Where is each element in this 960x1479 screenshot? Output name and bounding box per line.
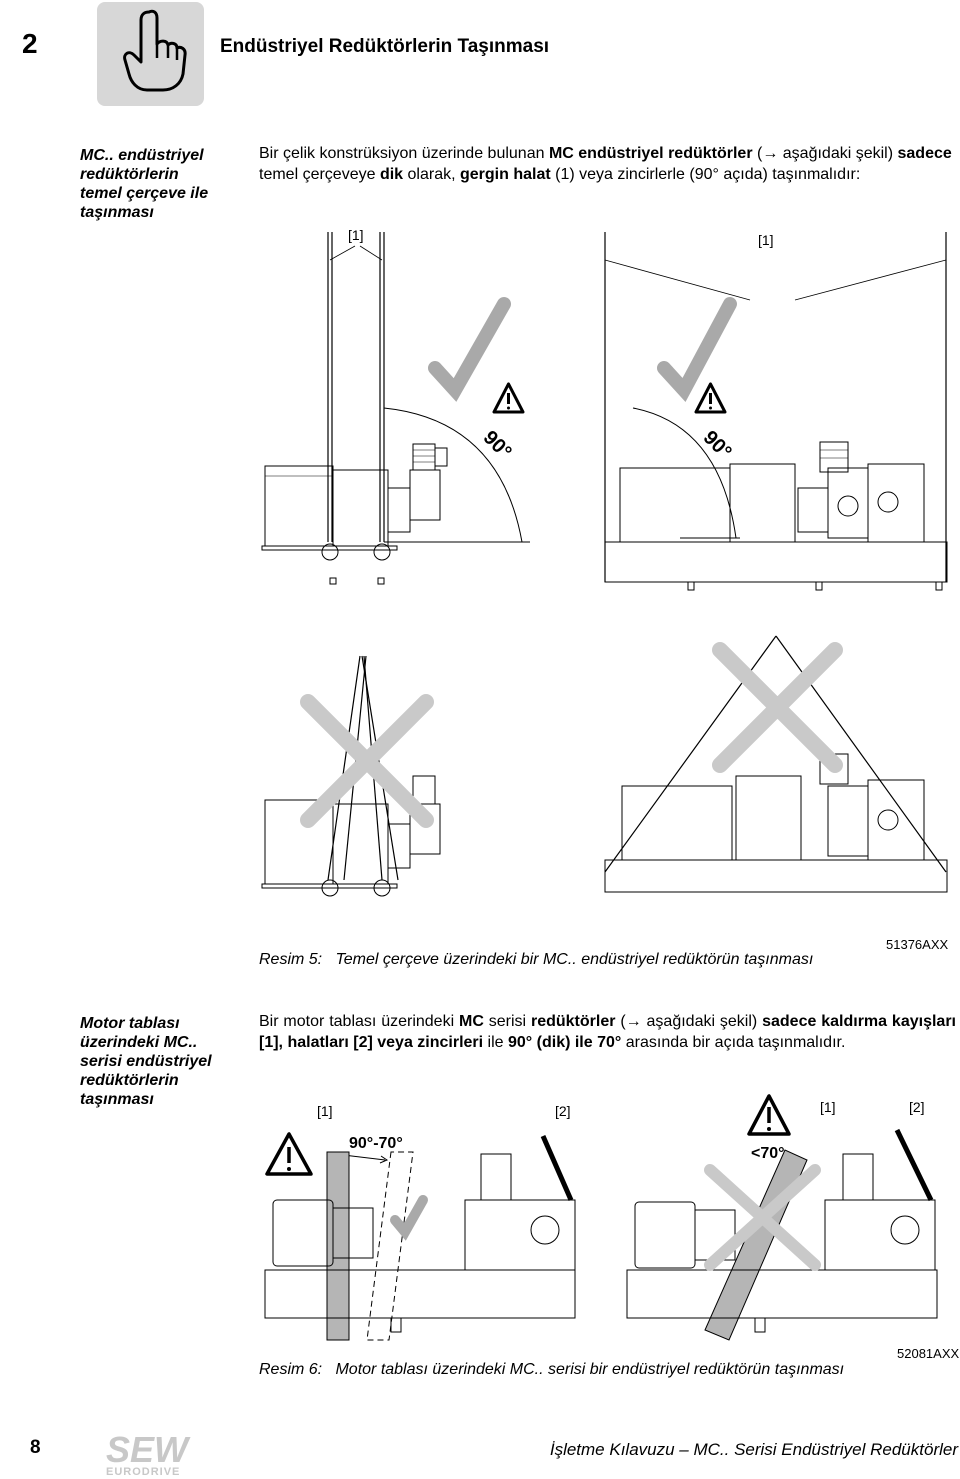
text-run: ( <box>752 145 763 162</box>
logo-text-bottom: EURODRIVE <box>106 1466 180 1476</box>
incorrect-strap-angle: [1] [2] <70° <box>626 1094 938 1341</box>
logo-text-top: SEW <box>106 1430 191 1470</box>
angle-label-a: 90°-70° <box>349 1135 403 1152</box>
incorrect-angled-lift-front <box>604 635 948 893</box>
heading-line: Motor tablası <box>80 1015 180 1032</box>
figure-6-motor-swing-base-lifting: [1] [2] 90°-70° [1] [2] <70° <box>264 1094 938 1341</box>
warning-icon <box>492 382 525 414</box>
heading-line: üzerindeki MC.. <box>80 1034 198 1051</box>
angle-label-left: 90° <box>479 427 516 464</box>
warning-icon <box>265 1132 313 1176</box>
label-2-a: [2] <box>555 1103 571 1119</box>
heading-line: serisi endüstriyel <box>80 1053 212 1070</box>
cross-mark-icon <box>704 1164 821 1271</box>
incorrect-angled-lift-side <box>261 655 441 897</box>
check-mark-icon <box>428 297 511 402</box>
arrow-icon: → <box>762 145 779 162</box>
caption-text: Motor tablası üzerindeki MC.. serisi bir… <box>335 1361 845 1378</box>
text-run: Bir motor tablası üzerindeki <box>259 1013 460 1030</box>
heading-line: redüktörlerin <box>80 166 179 183</box>
text-run: (1) veya zincirlerle (90° açıda) taşınma… <box>550 166 861 183</box>
caption-label: Resim 5: <box>259 951 323 968</box>
figure-5-code: 51376AXX <box>886 937 949 952</box>
label-1-b: [1] <box>820 1099 836 1115</box>
section2-paragraph: Bir motor tablası üzerindeki MC serisi r… <box>259 1011 956 1053</box>
text-run: aşağıdaki şekil) <box>778 145 898 162</box>
cross-mark-icon <box>300 694 434 828</box>
lifting-rope-2 <box>540 1134 574 1202</box>
check-mark-icon <box>390 1195 428 1241</box>
check-mark-icon <box>657 297 737 403</box>
correct-vertical-lift-front: 90° <box>604 232 948 591</box>
text-run: temel çerçeveye <box>259 166 380 183</box>
text-run: Bir çelik konstrüksiyon üzerinde bulunan <box>259 145 549 162</box>
text-run: gergin halat <box>459 166 551 183</box>
figure-5-base-frame-lifting: [1] [1] 90° <box>261 227 948 897</box>
caption-text: Temel çerçeve üzerindeki bir MC.. endüst… <box>335 951 814 968</box>
angle-label-right: 90° <box>699 427 736 464</box>
heading-line: MC.. endüstriyel <box>80 147 204 164</box>
warning-icon <box>694 382 727 414</box>
chapter-title: Endüstriyel Redüktörlerin Taşınması <box>220 36 550 57</box>
heading-line: redüktörlerin <box>80 1072 179 1089</box>
figure-5-caption: Resim 5: Temel çerçeve üzerindeki bir MC… <box>259 951 813 969</box>
text-run: sadece kaldırma kayışları [1], halatları… <box>259 1013 956 1051</box>
cross-mark-icon <box>712 642 843 773</box>
lifting-strap-dashed <box>366 1151 414 1341</box>
text-run: sadece <box>897 145 952 162</box>
heading-line: taşınması <box>80 204 154 221</box>
heading-line: temel çerçeve ile <box>80 185 209 202</box>
text-run: ( <box>615 1013 626 1030</box>
text-run: MC endüstriyel redüktörler <box>548 145 753 162</box>
document-title: İşletme Kılavuzu – MC.. Serisi Endüstriy… <box>549 1440 958 1459</box>
pointing-hand-icon <box>97 2 204 106</box>
figure-6-code: 52081AXX <box>897 1346 960 1361</box>
text-run: serisi <box>483 1013 531 1030</box>
text-run: ile <box>483 1034 508 1051</box>
text-run: arasında bir açıda taşınmalıdır. <box>621 1034 846 1051</box>
section1-paragraph: Bir çelik konstrüksiyon üzerinde bulunan… <box>259 143 956 185</box>
sew-eurodrive-logo: SEW EURODRIVE <box>106 1430 191 1476</box>
caption-label: Resim 6: <box>259 1361 323 1378</box>
page-number: 8 <box>30 1437 41 1458</box>
section-heading-motor-swing-base: Motor tablası üzerindeki MC.. serisi end… <box>80 1014 240 1109</box>
label-2-b: [2] <box>909 1099 925 1115</box>
text-run: MC <box>459 1013 484 1030</box>
chapter-number: 2 <box>22 28 38 59</box>
text-run: aşağıdaki şekil) <box>641 1013 763 1030</box>
angle-label-b: <70° <box>751 1145 785 1162</box>
text-run: olarak, <box>403 166 460 183</box>
correct-vertical-lift-side: 90° <box>261 232 530 585</box>
figure-6-caption: Resim 6: Motor tablası üzerindeki MC.. s… <box>259 1361 844 1379</box>
lifting-rope-2 <box>894 1128 934 1202</box>
heading-line: taşınması <box>80 1091 154 1108</box>
text-run: dik <box>379 166 404 183</box>
text-run: redüktörler <box>530 1013 616 1030</box>
section-heading-base-frame: MC.. endüstriyel redüktörlerin temel çer… <box>80 146 240 222</box>
correct-strap-angle: [1] [2] 90°-70° <box>264 1103 576 1341</box>
text-run: 90° (dik) ile 70° <box>508 1034 622 1051</box>
warning-icon <box>747 1094 791 1136</box>
label-1-left: [1] <box>348 227 364 243</box>
label-1-right: [1] <box>758 232 774 248</box>
label-1-a: [1] <box>317 1103 333 1119</box>
arrow-icon: → <box>625 1013 642 1030</box>
lifting-strap-1 <box>326 1151 350 1341</box>
